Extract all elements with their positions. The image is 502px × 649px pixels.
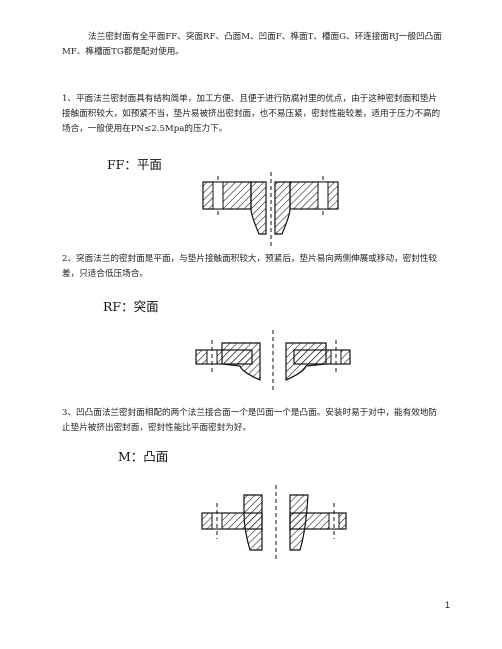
intro-paragraph: 法兰密封面有全平面FF、突面RF、凸面M、凹面F、榫面T、槽面G、环连接面RJ一… xyxy=(62,32,442,57)
ff-centerlines xyxy=(217,172,324,246)
m-centerlines xyxy=(216,485,335,560)
section-1-heading: FF：平面 xyxy=(107,157,162,172)
ff-flange-shape xyxy=(202,181,339,235)
page-number: 1 xyxy=(444,600,450,610)
section-3-text: 3、凹凸面法兰密封面相配的两个法兰接合面一个是凹面一个是凸面。安装时易于对中，能… xyxy=(62,408,438,433)
section-1-text: 1、平面法兰密封面具有结构简单，加工方便、且便于进行防腐衬里的优点，由于这种密封… xyxy=(62,94,441,134)
rf-centerlines xyxy=(211,330,337,392)
m-flange-shape xyxy=(201,494,347,551)
section-3-heading: M：凸面 xyxy=(118,449,169,464)
section-2-heading: RF：突面 xyxy=(103,299,159,314)
section-2-text: 2、突面法兰的密封面是平面，与垫片接触面积较大，预紧后，垫片易向两侧伸展或移动，… xyxy=(62,254,438,279)
